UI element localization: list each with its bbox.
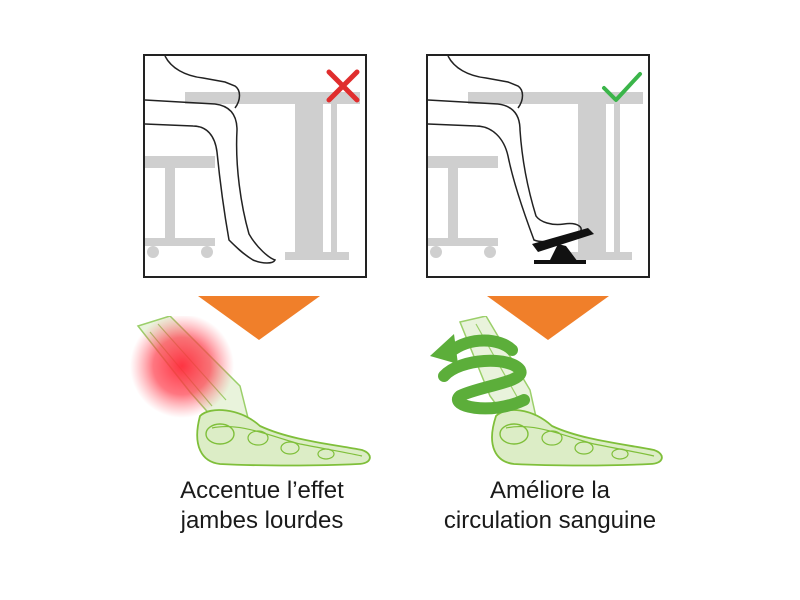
foot-circulation-illustration <box>430 316 663 467</box>
illustration-seated-without-footrest <box>145 56 360 264</box>
caption-line: Accentue l’effet <box>180 477 344 504</box>
down-arrow-icon <box>487 296 609 340</box>
caption-line: circulation sanguine <box>443 507 657 534</box>
panel-with-footrest <box>426 54 650 278</box>
foot-heavy-legs-illustration <box>130 316 371 467</box>
panel-without-footrest <box>143 54 367 278</box>
illustration-seated-with-footrest <box>428 56 643 264</box>
caption-with-footrest: Améliore la circulation sanguine <box>400 476 700 536</box>
down-arrow-icon <box>198 296 320 340</box>
caption-without-footrest: Accentue l’effet jambes lourdes <box>112 476 412 536</box>
check-icon <box>602 72 642 102</box>
caption-line: Améliore la <box>489 477 611 504</box>
cross-icon <box>326 69 360 103</box>
caption-line: jambes lourdes <box>180 507 344 534</box>
